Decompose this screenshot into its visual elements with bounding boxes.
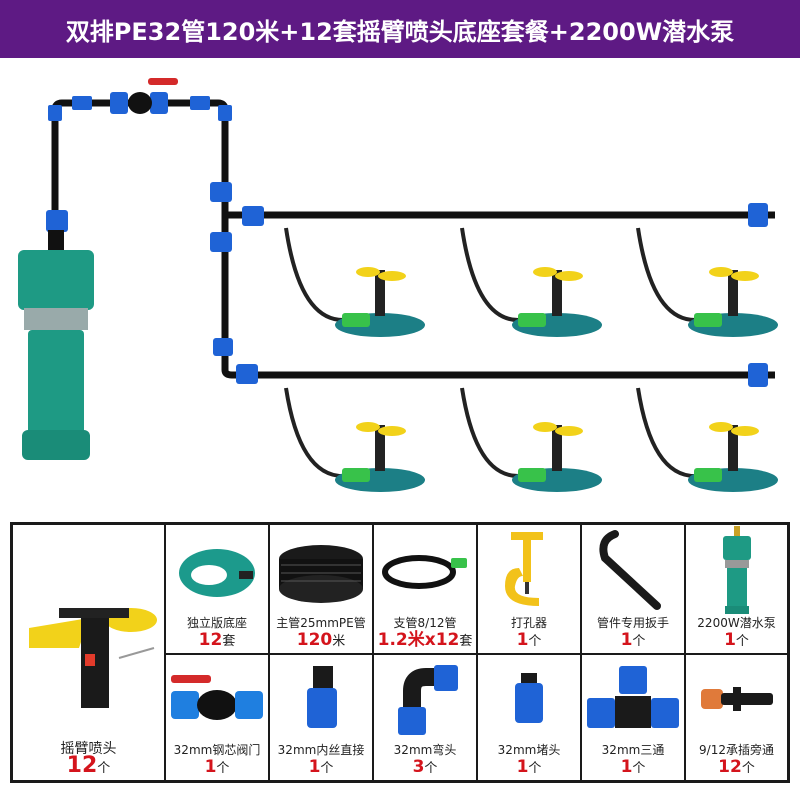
part-quantity: 12套 bbox=[198, 630, 236, 650]
elbow-icon bbox=[398, 664, 458, 735]
part-name: 主管25mmPE管 bbox=[276, 616, 366, 630]
part-name: 摇臂喷头 bbox=[60, 741, 117, 757]
part-cell-pump: 2200W潜水泵 1个 bbox=[686, 525, 787, 655]
sprinkler-base-icon bbox=[179, 549, 255, 597]
part-quantity: 1个 bbox=[204, 757, 230, 777]
bypass-connector-icon bbox=[700, 686, 773, 711]
part-name: 9/12承插旁通 bbox=[699, 743, 774, 757]
ball-valve-icon bbox=[171, 674, 263, 720]
part-cell-hole-punch: 打孔器 1个 bbox=[478, 525, 582, 655]
pump-icon bbox=[18, 230, 94, 460]
hole-punch-icon bbox=[505, 532, 543, 606]
part-name: 2200W潜水泵 bbox=[697, 616, 776, 630]
part-quantity: 1个 bbox=[620, 757, 646, 777]
part-quantity: 120米 bbox=[296, 630, 346, 650]
part-cell-rocker-sprinkler: 摇臂喷头 12个 bbox=[13, 525, 166, 780]
part-name: 打孔器 bbox=[510, 616, 547, 630]
part-cell-branch-pipe: 支管8/12管 1.2米x12套 bbox=[374, 525, 478, 655]
part-quantity: 1个 bbox=[516, 757, 542, 777]
part-name: 32mm三通 bbox=[601, 743, 665, 757]
part-name: 32mm弯头 bbox=[393, 743, 457, 757]
sprinkler-icon bbox=[28, 608, 157, 708]
pump-icon bbox=[722, 526, 751, 614]
part-name: 32mm堵头 bbox=[497, 743, 561, 757]
ball-valve-icon bbox=[128, 78, 178, 114]
part-cell-bypass: 9/12承插旁通 12个 bbox=[686, 655, 787, 780]
part-name: 独立版底座 bbox=[186, 616, 247, 630]
part-quantity: 1个 bbox=[620, 630, 646, 650]
part-quantity: 12个 bbox=[66, 753, 111, 778]
hose-icon bbox=[382, 555, 467, 589]
main-pipe-network bbox=[51, 99, 775, 379]
part-name: 32mm钢芯阀门 bbox=[173, 743, 261, 757]
end-cap-icon bbox=[515, 672, 543, 723]
banner-title: 双排PE32管120米+12套摇臂喷头底座套餐+2200W潜水泵 bbox=[65, 17, 735, 46]
straight-connector-icon bbox=[307, 665, 337, 728]
part-quantity: 3个 bbox=[412, 757, 438, 777]
irrigation-diagram bbox=[18, 78, 778, 492]
wrench-icon bbox=[599, 530, 661, 610]
parts-grid: 摇臂喷头 12个 独立版底座 12套 主管25mmPE管 120米 支管8/12… bbox=[10, 522, 790, 783]
pipe-coil-icon bbox=[279, 545, 363, 603]
part-cell-main-pipe: 主管25mmPE管 120米 bbox=[270, 525, 374, 655]
part-quantity: 1.2米x12套 bbox=[377, 630, 473, 650]
part-name: 32mm内丝直接 bbox=[277, 743, 365, 757]
part-quantity: 1个 bbox=[308, 757, 334, 777]
part-cell-wrench: 管件专用扳手 1个 bbox=[582, 525, 686, 655]
part-cell-tee: 32mm三通 1个 bbox=[582, 655, 686, 780]
sprinkler-row-1 bbox=[284, 227, 778, 337]
tee-icon bbox=[587, 665, 679, 728]
part-cell-thread-straight: 32mm内丝直接 1个 bbox=[270, 655, 374, 780]
part-cell-elbow: 32mm弯头 3个 bbox=[374, 655, 478, 780]
pipe-fittings bbox=[46, 92, 768, 387]
part-quantity: 1个 bbox=[724, 630, 749, 650]
part-quantity: 1个 bbox=[516, 630, 542, 650]
title-banner: 双排PE32管120米+12套摇臂喷头底座套餐+2200W潜水泵 bbox=[0, 0, 800, 58]
part-name: 管件专用扳手 bbox=[596, 616, 669, 630]
part-cell-base: 独立版底座 12套 bbox=[166, 525, 270, 655]
part-name: 支管8/12管 bbox=[393, 616, 457, 630]
sprinkler-row-2 bbox=[284, 387, 778, 492]
part-quantity: 12个 bbox=[718, 757, 755, 777]
part-cell-valve: 32mm钢芯阀门 1个 bbox=[166, 655, 270, 780]
part-cell-end-cap: 32mm堵头 1个 bbox=[478, 655, 582, 780]
